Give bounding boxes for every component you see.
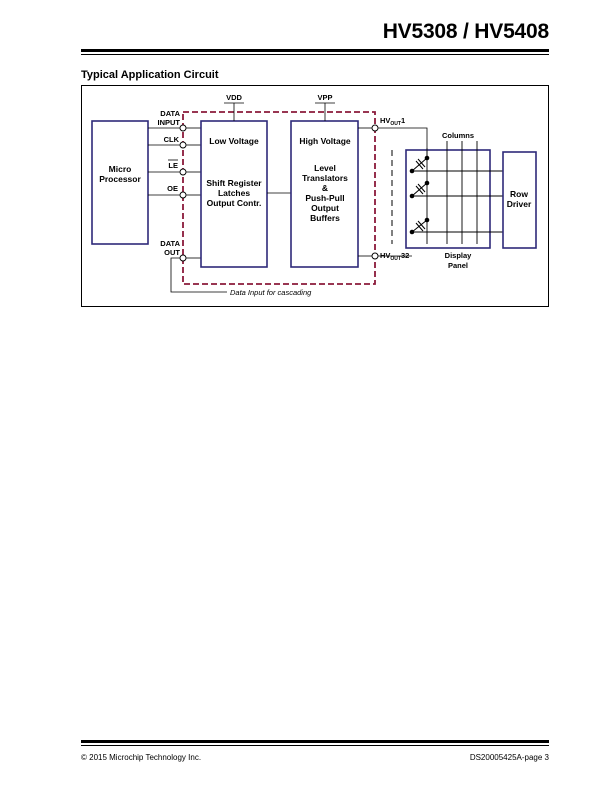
vpp-label: VPP	[317, 93, 332, 102]
footer-doc-id: DS20005425A-page 3	[469, 753, 549, 762]
row-driver-label-2: Driver	[507, 199, 532, 209]
circuit-diagram: Micro Processor DATA INPUT CLK LE OE DAT…	[91, 93, 537, 297]
header-rule-thin	[81, 54, 549, 55]
oe-pin	[179, 191, 187, 199]
row-driver-block	[502, 151, 537, 249]
pixel-capacitor-icon	[411, 157, 428, 172]
hvout1-wire	[378, 127, 428, 158]
le-label: LE	[168, 161, 178, 170]
pixel-capacitor-icon	[411, 182, 428, 197]
columns-label: Columns	[442, 131, 474, 140]
cascade-wire	[170, 257, 227, 293]
display-panel-block	[405, 149, 491, 249]
document-title: HV5308 / HV5408	[382, 20, 549, 43]
header-rule-thick	[81, 49, 549, 52]
vdd-label: VDD	[226, 93, 242, 102]
high-voltage-body-1: Level	[314, 163, 336, 173]
clk-label: CLK	[164, 135, 180, 144]
footer-rule-thin	[81, 745, 549, 746]
high-voltage-body-6: Buffers	[310, 213, 340, 223]
footer-copyright: © 2015 Microchip Technology Inc.	[81, 753, 202, 762]
data-out-pin	[179, 254, 187, 262]
data-out-label-1: DATA	[160, 239, 180, 248]
data-input-label-2: INPUT	[158, 118, 181, 127]
low-voltage-body-1: Shift Register	[206, 178, 262, 188]
low-voltage-body-3: Output Contr.	[207, 198, 262, 208]
row-driver-label-1: Row	[510, 189, 528, 199]
hvout1-pin	[371, 124, 379, 132]
high-voltage-body-4: Push-Pull	[305, 193, 344, 203]
footer-rule-thick	[81, 740, 549, 743]
high-voltage-title: High Voltage	[299, 136, 351, 146]
display-panel-label-2: Panel	[448, 261, 468, 270]
high-voltage-block	[290, 120, 359, 268]
hvout32-pin	[371, 252, 379, 260]
hvout32-label: HVOUT32	[380, 251, 409, 262]
data-input-label-1: DATA	[160, 109, 180, 118]
clk-pin	[179, 141, 187, 149]
micro-processor-block	[91, 120, 149, 245]
low-voltage-body-2: Latches	[218, 188, 250, 198]
application-circuit-figure: Micro Processor DATA INPUT CLK LE OE DAT…	[81, 85, 549, 307]
section-title: Typical Application Circuit	[81, 69, 219, 81]
micro-label-2: Processor	[99, 174, 141, 184]
hvout1-label: HVOUT1	[380, 116, 405, 127]
low-voltage-title: Low Voltage	[209, 136, 259, 146]
oe-label: OE	[167, 184, 178, 193]
le-pin	[179, 168, 187, 176]
display-panel-label-1: Display	[445, 251, 473, 260]
micro-label-1: Micro	[109, 164, 132, 174]
high-voltage-body-5: Output	[311, 203, 339, 213]
data-input-pin	[179, 124, 187, 132]
high-voltage-body-3: &	[322, 183, 328, 193]
cascade-note: Data Input for cascading	[230, 288, 312, 297]
pixel-capacitor-icon	[411, 219, 428, 233]
data-out-label-2: OUT	[164, 248, 180, 257]
high-voltage-body-2: Translators	[302, 173, 348, 183]
